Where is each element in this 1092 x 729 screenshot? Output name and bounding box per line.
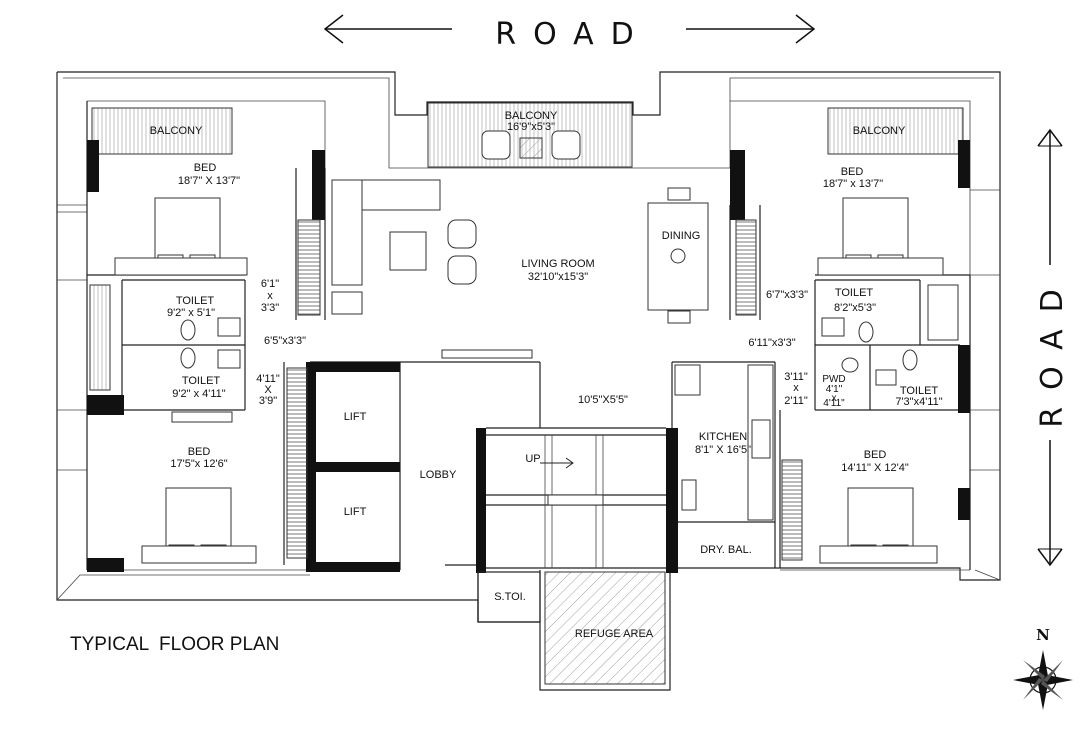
kitchen-furniture xyxy=(674,364,774,521)
dim-passage-3-a: 4'11" xyxy=(256,373,280,385)
dim-passage-3-x: X xyxy=(264,384,272,396)
size-bed-top-right: 18'7" x 13'7" xyxy=(823,178,883,190)
size-bed-top-left: 18'7" X 13'7" xyxy=(178,175,240,187)
dim-passage-5: 6'11"x3'3" xyxy=(748,337,795,349)
label-lift-1: LIFT xyxy=(344,411,367,423)
label-balcony-center: BALCONY xyxy=(505,110,558,122)
label-balcony-left: BALCONY xyxy=(150,125,203,137)
staircase xyxy=(486,427,666,569)
road-label-top: ROAD xyxy=(495,17,651,52)
dim-passage-6-a: 3'11" xyxy=(784,371,808,383)
size-toilet-left-2: 9'2" x 4'11" xyxy=(172,388,225,400)
road-right: ROAD xyxy=(1035,128,1070,567)
bed-furniture xyxy=(114,197,944,564)
label-toilet-right-1: TOILET xyxy=(835,287,874,299)
label-lobby: LOBBY xyxy=(420,469,457,481)
label-toilet-left-2: TOILET xyxy=(182,375,221,387)
room-labels: BALCONY BALCONY 16'9"x5'3" BALCONY BED 1… xyxy=(150,110,943,640)
label-pwd: PWD xyxy=(822,374,845,385)
dimension-labels: 6'1" x 3'3" 6'5"x3'3" 4'11" X 3'9" 6'7"x… xyxy=(256,278,808,407)
dim-lobby-passage: 10'5"X5'5" xyxy=(578,394,628,406)
label-refuge-area: REFUGE AREA xyxy=(575,628,654,640)
dim-passage-6-b: 2'11" xyxy=(784,395,808,407)
label-up: UP xyxy=(525,453,540,465)
label-bed-bottom-left: BED xyxy=(188,446,211,458)
label-balcony-right: BALCONY xyxy=(853,125,906,137)
size-pwd-w: 4'1" xyxy=(826,384,843,395)
structural-columns xyxy=(87,140,970,573)
size-toilet-left-1: 9'2" x 5'1" xyxy=(167,307,215,319)
label-toilet-left-1: TOILET xyxy=(176,295,215,307)
dim-passage-4: 6'7"x3'3" xyxy=(766,289,808,301)
label-lift-2: LIFT xyxy=(344,506,367,518)
label-kitchen: KITCHEN xyxy=(699,431,747,443)
label-living-room: LIVING ROOM xyxy=(521,258,594,270)
size-kitchen: 8'1" X 16'5" xyxy=(695,444,751,456)
dim-passage-1-a: 6'1" xyxy=(261,278,279,290)
balcony-left-area xyxy=(91,107,233,155)
size-pwd-h: 4'11" xyxy=(823,398,845,409)
size-bed-bottom-left: 17'5"x 12'6" xyxy=(170,458,227,470)
compass-north-label: N xyxy=(1036,626,1050,644)
dim-passage-1-b: 3'3" xyxy=(261,302,279,314)
label-dining: DINING xyxy=(662,230,701,242)
balcony-right-area xyxy=(827,107,964,155)
size-pwd-x: x xyxy=(832,393,837,404)
road-top: ROAD xyxy=(323,14,816,52)
road-label-right: ROAD xyxy=(1035,272,1070,428)
refuge-area-hatch xyxy=(544,571,666,685)
label-dry-balcony: DRY. BAL. xyxy=(700,544,752,556)
dim-passage-3-b: 3'9" xyxy=(259,395,277,407)
dim-passage-1-x: x xyxy=(267,290,273,302)
size-toilet-right-1: 8'2"x5'3" xyxy=(834,302,876,314)
label-bed-top-right: BED xyxy=(841,166,864,178)
plan-title: TYPICAL FLOOR PLAN xyxy=(70,634,279,655)
size-bed-bottom-right: 14'11" X 12'4" xyxy=(841,462,909,474)
shafts xyxy=(89,219,803,561)
toilet-fixtures xyxy=(171,284,959,423)
label-bed-top-left: BED xyxy=(194,162,217,174)
label-toilet-right-2: TOILET xyxy=(900,385,939,397)
size-toilet-right-2: 7'3"x4'11" xyxy=(895,396,942,408)
compass-star-icon xyxy=(1013,650,1073,710)
dim-passage-2: 6'5"x3'3" xyxy=(264,335,306,347)
size-balcony-center: 16'9"x5'3" xyxy=(507,121,555,133)
size-living-room: 32'10"x15'3" xyxy=(528,271,588,283)
label-bed-bottom-right: BED xyxy=(864,449,887,461)
compass-rose: N xyxy=(1013,626,1073,710)
label-service-toilet: S.TOI. xyxy=(494,591,526,603)
dim-passage-6-x: x xyxy=(793,382,799,394)
living-furniture xyxy=(331,130,709,359)
